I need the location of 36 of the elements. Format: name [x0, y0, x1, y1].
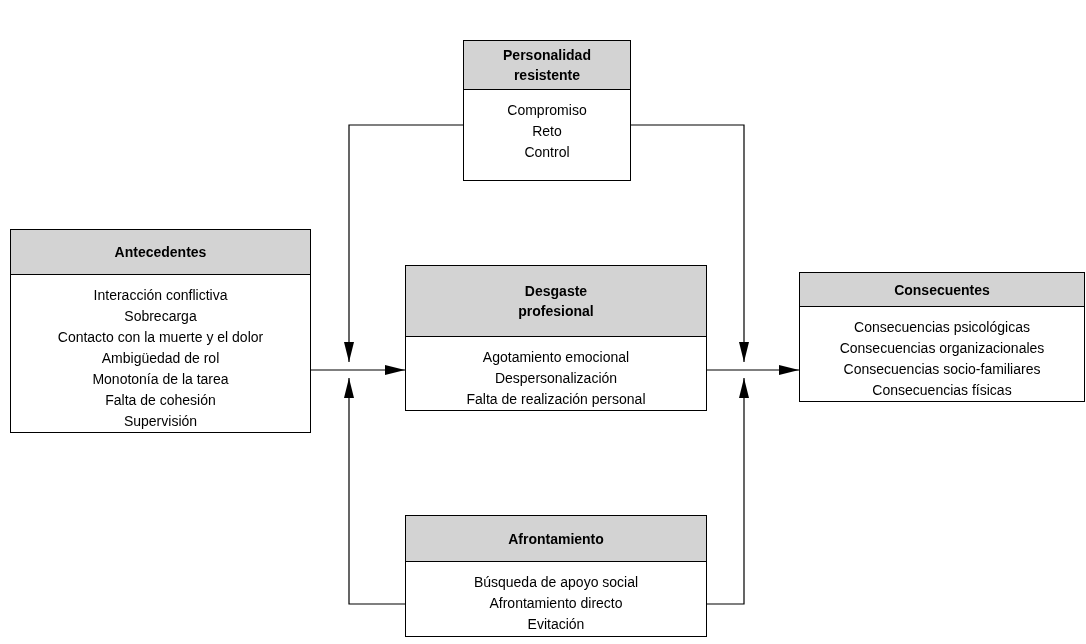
list-item: Despersonalización: [494, 369, 618, 388]
list-item: Consecuencias organizacionales: [839, 339, 1045, 358]
list-item: Compromiso: [507, 101, 587, 120]
list-item: Afrontamiento directo: [489, 594, 623, 613]
arrow: [344, 124, 464, 363]
titled-box: [405, 265, 707, 411]
box-heading: Consecuentes: [894, 280, 990, 300]
list-item: Agotamiento emocional: [482, 348, 630, 367]
list-item: Falta de realización personal: [466, 390, 646, 409]
titled-box: [10, 229, 311, 433]
titled-box: [463, 40, 631, 181]
list-item: Sobrecarga: [124, 307, 197, 326]
box-heading: Desgaste profesional: [517, 282, 595, 321]
list-item: Evitación: [527, 615, 585, 634]
list-item: Consecuencias físicas: [872, 381, 1012, 400]
list-item: Interacción conflictiva: [93, 286, 228, 305]
arrow: [344, 377, 406, 605]
list-item: Supervisión: [123, 412, 198, 431]
list-item: Búsqueda de apoyo social: [473, 573, 639, 592]
list-item: Consecuencias psicológicas: [854, 318, 1030, 337]
list-item: Control: [524, 143, 570, 162]
box-heading: Antecedentes: [114, 243, 207, 262]
arrow: [706, 365, 800, 375]
list-item: Falta de cohesión: [105, 391, 216, 410]
titled-box: [799, 272, 1085, 402]
arrow: [310, 365, 406, 375]
arrow: [630, 124, 749, 363]
box-heading: Personalidad resistente: [502, 46, 592, 85]
titled-box: [405, 515, 707, 637]
box-heading: Afrontamiento: [508, 529, 604, 549]
list-item: Monotonía de la tarea: [92, 370, 229, 389]
list-item: Ambigüedad de rol: [101, 349, 220, 368]
arrow: [706, 377, 749, 605]
list-item: Reto: [532, 122, 562, 141]
list-item: Consecuencias socio-familiares: [843, 360, 1041, 379]
list-item: Contacto con la muerte y el dolor: [57, 328, 264, 347]
